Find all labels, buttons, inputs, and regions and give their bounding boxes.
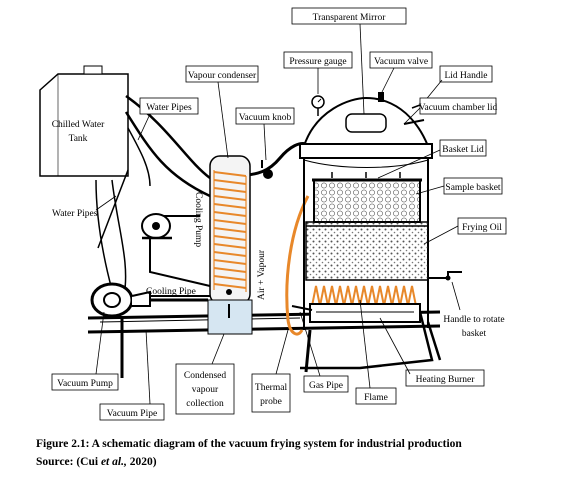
label-vacuum-knob: Vacuum knob [235, 107, 295, 161]
caption-source-italic: et al., [100, 456, 127, 468]
chilled-water-tank-label: Chilled Water [52, 120, 105, 130]
label-basket-lid: Basket Lid [377, 139, 487, 179]
label-vapour-condenser: Vapour condenser [185, 65, 259, 159]
vacuum-valve [378, 92, 384, 102]
svg-text:Cooling Pipe: Cooling Pipe [146, 287, 196, 297]
cooling-pump [141, 213, 172, 240]
label-gas-pipe: Gas Pipe [299, 311, 349, 393]
label-pressure-gauge: Pressure gauge [283, 51, 353, 94]
svg-text:Vapour condenser: Vapour condenser [188, 71, 257, 81]
label-heating-burner: Heating Burner [379, 317, 485, 387]
label-vacuum-pipe: Vacuum Pipe [99, 329, 165, 421]
svg-text:Flame: Flame [364, 393, 388, 403]
svg-text:Water Pipes: Water Pipes [146, 103, 192, 113]
svg-text:collection: collection [186, 399, 224, 409]
thermal-probe [285, 195, 310, 336]
flame [311, 285, 417, 307]
svg-text:Pressure gauge: Pressure gauge [289, 57, 346, 67]
svg-text:Handle to rotate: Handle to rotate [443, 315, 504, 325]
svg-text:basket: basket [462, 329, 487, 339]
svg-text:vapour: vapour [192, 385, 219, 395]
svg-text:Water Pipes: Water Pipes [52, 209, 98, 219]
svg-text:Gas Pipe: Gas Pipe [309, 381, 343, 391]
svg-text:Basket Lid: Basket Lid [442, 145, 484, 155]
label-vacuum-chamber-lid: Vacuum chamber lid [403, 97, 498, 125]
label-handle-rotate: Handle to rotate basket [443, 281, 505, 339]
label-thermal-probe: Thermal probe [251, 329, 291, 413]
label-vacuum-pump: Vacuum Pump [51, 311, 119, 391]
label-sample-basket: Sample basket [415, 177, 503, 195]
cooling-pump-label: Cooling Pump [193, 192, 203, 247]
label-condensed-vapour: Condensed vapour collection [175, 333, 235, 415]
label-vacuum-valve: Vacuum valve [369, 51, 433, 93]
label-water-pipes-top: Water Pipes [137, 97, 199, 141]
svg-text:Vacuum Pipe: Vacuum Pipe [107, 409, 157, 419]
sample-basket [312, 172, 422, 223]
chilled-water-tank-label-2: Tank [69, 134, 88, 144]
svg-text:Transparent Mirror: Transparent Mirror [313, 13, 387, 23]
frying-oil [305, 221, 429, 281]
vapour-condenser: Cooling Pump Air + Vapour [193, 155, 267, 335]
caption-source-suffix: 2020) [126, 456, 157, 468]
svg-text:Vacuum Pump: Vacuum Pump [57, 379, 113, 389]
pressure-gauge [311, 95, 325, 116]
label-lid-handle: Lid Handle [423, 65, 493, 103]
caption-source-prefix: Source: (Cui [36, 456, 101, 468]
svg-text:Heating Burner: Heating Burner [416, 375, 476, 385]
figure-caption: Figure 2.1: A schematic diagram of the v… [36, 438, 462, 450]
water-pipes [95, 94, 211, 297]
condenser-coil [213, 170, 247, 292]
rotate-handle [428, 271, 462, 281]
vacuum-pump [90, 282, 151, 318]
label-frying-oil: Frying Oil [423, 217, 507, 245]
svg-text:Condensed: Condensed [184, 371, 226, 381]
svg-text:Lid Handle: Lid Handle [444, 71, 487, 81]
label-water-pipes-left: Water Pipes [52, 195, 117, 219]
label-transparent-mirror: Transparent Mirror [291, 7, 407, 115]
svg-text:Vacuum valve: Vacuum valve [374, 57, 428, 67]
svg-text:probe: probe [260, 397, 282, 407]
svg-text:Vacuum knob: Vacuum knob [239, 113, 292, 123]
caption-title: Figure 2.1: A schematic diagram of the v… [36, 438, 462, 450]
vacuum-chamber [291, 92, 462, 330]
svg-text:Thermal: Thermal [255, 383, 288, 393]
svg-text:Vacuum chamber lid: Vacuum chamber lid [419, 103, 498, 113]
chilled-water-tank: Chilled Water Tank [39, 65, 129, 177]
label-cooling-pipe: Cooling Pipe [146, 287, 196, 297]
svg-text:Sample basket: Sample basket [445, 183, 501, 193]
label-flame: Flame [355, 299, 397, 405]
air-vapour-label: Air + Vapour [257, 249, 267, 300]
vacuum-knob [261, 160, 273, 179]
heating-burner [291, 303, 421, 323]
figure-source: Source: (Cui et al., 2020) [36, 456, 157, 468]
svg-text:Frying Oil: Frying Oil [462, 223, 502, 233]
